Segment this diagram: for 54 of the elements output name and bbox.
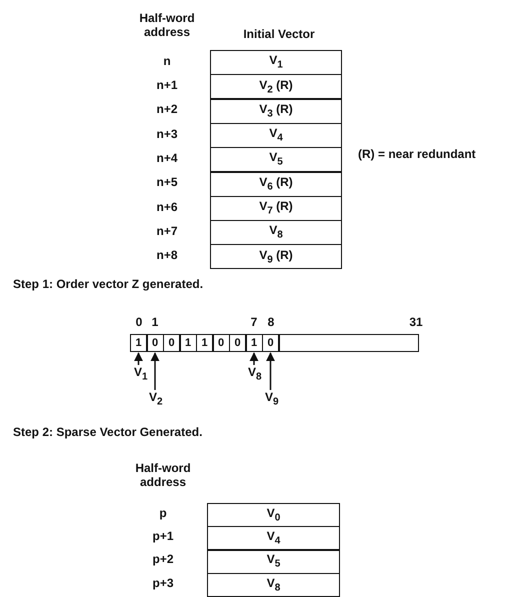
note: (R) = near redundant: [358, 148, 476, 162]
table-cell: V$_{4}$: [207, 526, 340, 550]
address-label: p: [159, 507, 167, 521]
arrow: [134, 352, 143, 365]
address-label: n+7: [156, 225, 178, 239]
table-cell: V$_{4}$: [210, 122, 342, 148]
column-header: Half-word address: [134, 462, 192, 490]
address-label: n: [163, 55, 171, 69]
bit-cell: 1: [246, 334, 262, 352]
bit-cell: 0: [163, 334, 180, 352]
table-cell: V$_{6}$ (R): [210, 172, 342, 196]
vector-label: V$_{2}$: [149, 391, 163, 408]
arrow: [150, 352, 160, 390]
address-label: n+5: [156, 176, 178, 190]
address-label: n+2: [156, 103, 178, 117]
table-cell: V$_{5}$: [207, 550, 340, 574]
address-label: n+8: [156, 249, 178, 263]
arrow: [250, 352, 258, 365]
bit-cell: 1: [196, 334, 213, 352]
bit-cell: 0: [229, 334, 246, 352]
table-cell: V$_{0}$: [207, 503, 340, 527]
table-cell: V$_{8}$: [207, 572, 340, 597]
table-cell: V$_{2}$ (R): [210, 74, 342, 100]
vector-label: V$_{8}$: [248, 366, 262, 382]
bit-cell: 1: [130, 334, 147, 352]
address-label: p+2: [152, 553, 174, 567]
address-label: n+4: [156, 152, 178, 166]
table-cell: V$_{5}$: [210, 147, 342, 172]
step-caption: Step 1: Order vector Z generated.: [13, 278, 204, 292]
table-cell: V$_{3}$ (R): [210, 98, 342, 124]
table-cell: V$_{7}$ (R): [210, 196, 342, 221]
bit-number: 31: [409, 316, 423, 330]
table-cell: V$_{8}$: [210, 220, 342, 246]
address-label: p+1: [152, 530, 174, 544]
bit-cell: 0: [262, 334, 279, 352]
table-cell: V$_{1}$: [210, 50, 342, 75]
column-header: Initial Vector: [243, 28, 315, 42]
table-cell: V$_{9}$ (R): [210, 244, 342, 270]
address-label: n+6: [156, 201, 178, 215]
arrow: [266, 352, 275, 390]
bit-number: 1: [152, 316, 158, 330]
bit-number: 0: [136, 316, 142, 330]
address-label: n+1: [156, 79, 178, 93]
bit-number: 7: [250, 316, 258, 330]
bit-number: 8: [268, 316, 274, 330]
step-caption: Step 2: Sparse Vector Generated.: [13, 426, 202, 440]
address-label: p+3: [152, 577, 174, 591]
bit-cell: 1: [180, 334, 196, 352]
bit-cell: 0: [212, 334, 230, 352]
vector-label: V$_{9}$: [265, 391, 279, 408]
bit-cell: 0: [146, 334, 164, 352]
column-header: Half-word address: [138, 12, 196, 40]
address-label: n+3: [156, 128, 178, 142]
vector-label: V$_{1}$: [134, 366, 148, 382]
